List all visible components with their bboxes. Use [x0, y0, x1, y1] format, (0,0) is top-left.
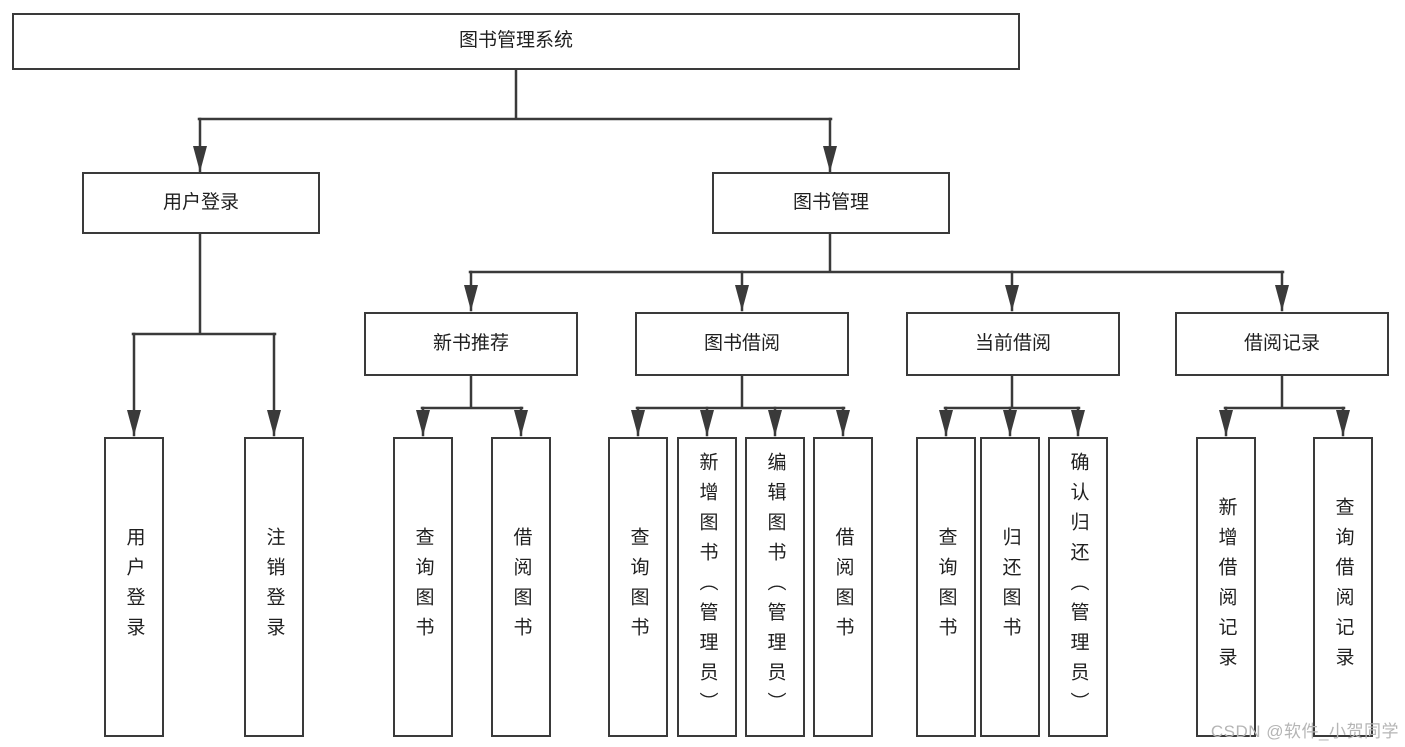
connector-book-borrow-children: [631, 375, 850, 437]
leaf-label: 查询借阅记录: [1332, 497, 1354, 677]
leaf-return-book: 归还图书: [980, 437, 1040, 737]
leaf-query-books: 查询图书: [393, 437, 453, 737]
leaf-confirm-return-admin: 确认归还（管理员）: [1048, 437, 1108, 737]
leaf-edit-book-admin: 编辑图书（管理员）: [745, 437, 805, 737]
leaf-label: 查询图书: [935, 527, 957, 647]
leaf-label: 确认归还（管理员）: [1067, 452, 1089, 722]
leaf-add-book-admin: 新增图书（管理员）: [677, 437, 737, 737]
leaf-label: 查询图书: [627, 527, 649, 647]
leaf-label: 新增借阅记录: [1215, 497, 1237, 677]
node-root-system: 图书管理系统: [12, 13, 1020, 70]
leaf-borrow-books: 借阅图书: [813, 437, 873, 737]
leaf-label: 用户登录: [123, 527, 145, 647]
leaf-query-borrow-record: 查询借阅记录: [1313, 437, 1373, 737]
leaf-label: 新增图书（管理员）: [696, 452, 718, 722]
connector-line: [131, 232, 277, 336]
node-user-login: 用户登录: [82, 172, 320, 234]
connector-line: [197, 68, 833, 121]
leaf-label: 借阅图书: [510, 527, 532, 647]
connector-line: [468, 232, 1285, 274]
connector-root-to-level2: [193, 68, 837, 173]
leaf-query-books: 查询图书: [916, 437, 976, 737]
leaf-label: 编辑图书（管理员）: [764, 452, 786, 722]
leaf-logout-login: 注销登录: [244, 437, 304, 737]
node-current-borrow: 当前借阅: [906, 312, 1120, 376]
connector-line: [1223, 375, 1346, 410]
leaf-user-login: 用户登录: [104, 437, 164, 737]
leaf-query-books: 查询图书: [608, 437, 668, 737]
connector-new-book-recommend-children: [416, 375, 528, 437]
node-book-borrow: 图书借阅: [635, 312, 849, 376]
connector-line: [420, 375, 524, 410]
connector-book-management-to-level3: [464, 232, 1289, 312]
leaf-label: 注销登录: [263, 527, 285, 647]
connector-line: [635, 375, 846, 410]
leaf-borrow-books: 借阅图书: [491, 437, 551, 737]
leaf-label: 借阅图书: [832, 527, 854, 647]
connector-current-borrow-children: [939, 375, 1085, 437]
node-borrow-records: 借阅记录: [1175, 312, 1389, 376]
connector-borrow-records-children: [1219, 375, 1350, 437]
leaf-add-borrow-record: 新增借阅记录: [1196, 437, 1256, 737]
csdn-watermark: CSDN @软件_小贺同学: [1210, 722, 1399, 741]
leaf-label: 归还图书: [999, 527, 1021, 647]
node-new-book-recommend: 新书推荐: [364, 312, 578, 376]
node-book-management: 图书管理: [712, 172, 950, 234]
leaf-label: 查询图书: [412, 527, 434, 647]
connector-user-login-children: [127, 232, 281, 437]
connector-line: [943, 375, 1081, 410]
